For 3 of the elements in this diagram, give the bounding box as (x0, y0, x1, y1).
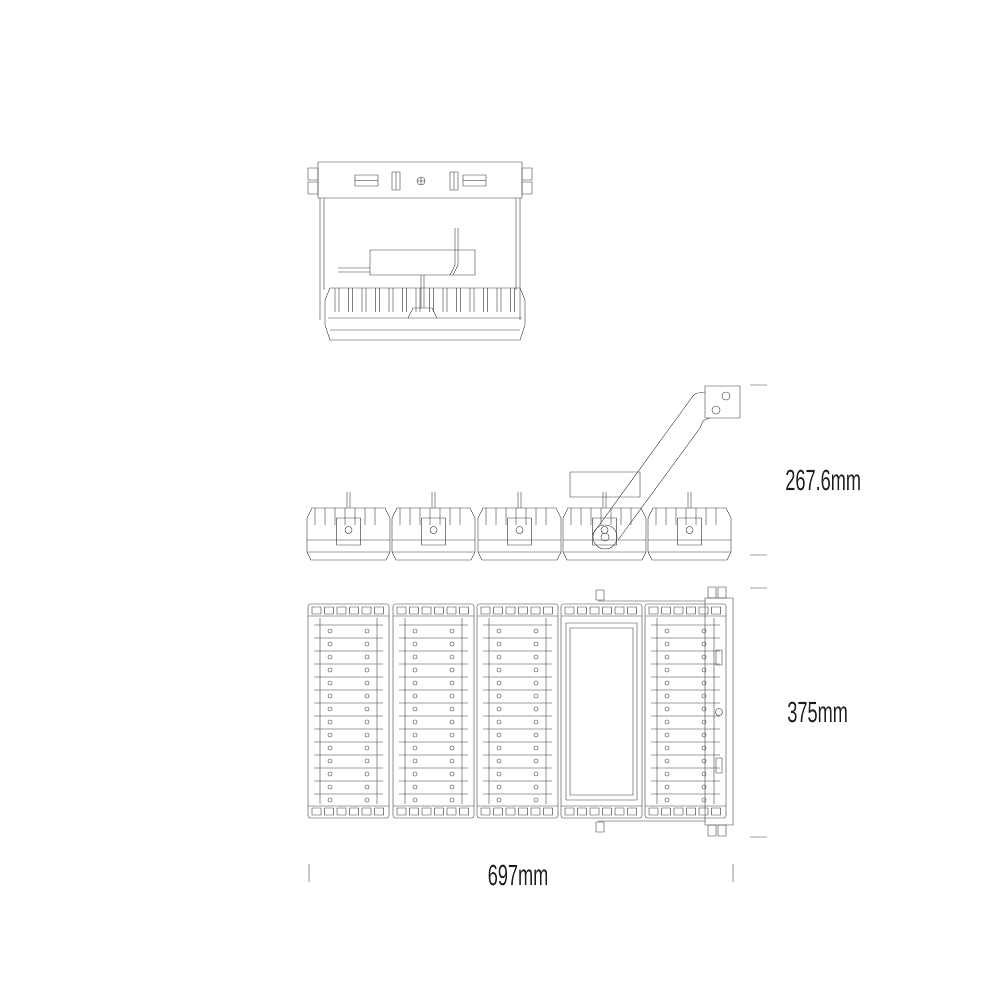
dimension-label: 375mm (788, 702, 847, 722)
dimension-label: 697mm (488, 864, 548, 886)
dimension-label: 267.6mm (786, 470, 860, 490)
